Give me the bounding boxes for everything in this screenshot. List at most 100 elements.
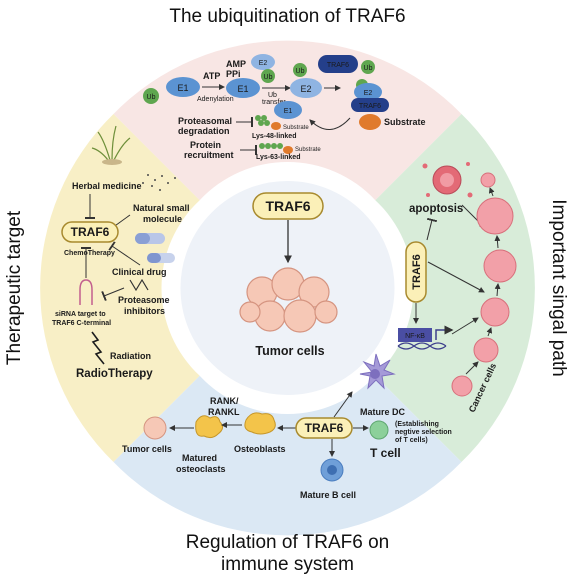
dna-strand-icon [397,342,447,350]
powder-dots-icon [142,174,176,191]
e2-enzyme-complex [354,83,382,101]
immune-panel: Tumor cells Matured osteoclasts RANK/ RA… [122,353,452,500]
sirna-hairpin-icon [79,279,93,305]
e2-enzyme-top [251,54,275,70]
e1-label-3: E1 [284,108,293,115]
signal-traf6-label: TRAF6 [411,254,423,289]
ub-chain-k63 [259,143,283,149]
osteoclasts-label-2: osteoclasts [176,464,226,474]
immune-traf6-badge [295,417,353,439]
therapeutic-traf6-label: TRAF6 [71,225,110,239]
arrow-cancer-4 [494,235,501,249]
tcell-icon [369,420,389,440]
radiation-label: Radiation [110,351,151,361]
apoptotic-cell-icon [422,162,473,198]
ub-chain-k48 [255,115,270,126]
immune-traf6-label: TRAF6 [305,421,344,435]
ub-icon-3 [293,63,307,77]
e2-label-top: E2 [259,60,268,67]
chemotherapy-label: ChemoTherapy [64,250,115,257]
e1-enzyme-2 [226,78,260,98]
lys48-label: Lys-48-linked [252,133,296,140]
traf6-ligase-complex-label: TRAF6 [359,103,381,110]
promoter-arrow-icon [435,325,454,340]
e1-enzyme-3 [274,101,302,119]
bcell-nucleus [327,465,337,475]
radiation-bolt-icon [91,331,105,365]
osteoblasts-label: Osteoblasts [234,444,286,454]
arrow-cancer-5 [488,187,495,197]
arrow-cycle [309,117,351,130]
center-panel: TRAF6 Tumor cells [239,192,338,358]
natural-molecule-label-2: molecule [143,214,182,224]
title-left: Therapeutic target [4,210,25,365]
nfkb-box [398,328,432,342]
e1-enzyme-1 [166,77,200,97]
sirna-label-1: siRNA target to [55,311,106,318]
tcell-note-1: (Establishing [395,421,439,428]
tcell-label: T cell [370,446,401,460]
arrow-cancer-1 [465,361,479,375]
tumor-cell-cluster-icon [239,267,338,333]
ub-icon-1 [143,88,159,104]
traf6-ligase-complex [351,98,389,112]
radiotherapy-label: RadioTherapy [76,368,153,380]
substrate-blob [359,114,381,130]
apoptosis-label: apoptosis [409,203,463,215]
arrow-traf6-dc [333,391,353,418]
arrow-cancer-3 [494,283,501,297]
ub-icon-2 [261,69,275,83]
natural-molecule-label-1: Natural small [133,203,190,213]
immune-tumor-cells-label: Tumor cells [122,444,172,454]
amp-label: AMP [226,59,246,69]
ppi-label: PPi [226,69,241,79]
cancer-cell-sequence [451,172,517,397]
e1-label-1: E1 [177,83,188,93]
sector-ubiquitination [113,40,462,201]
signal-traf6-badge [405,241,427,303]
osteoblast-icon [244,412,276,435]
mature-dc-label: Mature DC [360,407,406,417]
therapeutic-panel: Herbal medicine Natural small molecule T… [52,125,190,380]
nfkb-label: NF-κB [405,333,425,340]
sector-immune [113,375,462,536]
inhibit-apoptosis [426,217,438,241]
title-top: The ubiquitination of TRAF6 [169,6,405,27]
atp-label: ATP [203,71,220,81]
lys63-label: Lys-63-linked [256,154,300,161]
center-traf6-label: TRAF6 [265,198,310,214]
osteoclast-icon [195,415,224,439]
sirna-label-2: TRAF6 C-terminal [52,320,111,327]
arrow-nfkb-cancer [451,317,479,335]
tcell-note-3: of T cells) [395,437,428,444]
ub-icon-4 [361,60,375,74]
dendritic-cell-nucleus [370,369,380,379]
substrate-k48-label: Substrate [283,125,309,131]
signal-panel: apoptosis TRAF6 NF-κB Cancer cells [397,162,517,414]
ub-transfer-label-1: Ub [268,92,277,99]
inhibit-proteasome [101,287,125,302]
herb-icon [91,125,131,165]
ub-label-1: Ub [147,94,156,101]
e2-label-mid: E2 [300,84,311,94]
protein-recruitment-label-1: Protein [190,140,221,150]
traf6-ligase-top-label: TRAF6 [327,62,349,69]
therapeutic-traf6-badge [61,221,119,243]
ub-label-3: Ub [296,68,305,75]
mature-bcell-label: Mature B cell [300,490,356,500]
ub-label-4: Ub [364,65,373,72]
arrow-traf6-cancer [427,261,485,293]
e1-label-2: E1 [237,84,248,94]
sector-therapeutic [40,114,200,462]
ubiquitination-panel: Ub E1 ATP AMP PPi Adenylation E2 E1 Ub U… [143,54,426,161]
e2-label-complex: E2 [364,90,373,97]
proteasomal-label-2: degradation [178,126,230,136]
adenylation-label: Adenylation [197,96,234,103]
pill-icons [135,233,175,263]
substrate-k63-label: Substrate [295,147,321,153]
protein-recruitment-label-2: recruitment [184,150,234,160]
substrate-k63 [283,146,293,154]
title-right: Important singal path [548,199,569,376]
title-bottom-line1: Regulation of TRAF6 on [186,532,390,553]
